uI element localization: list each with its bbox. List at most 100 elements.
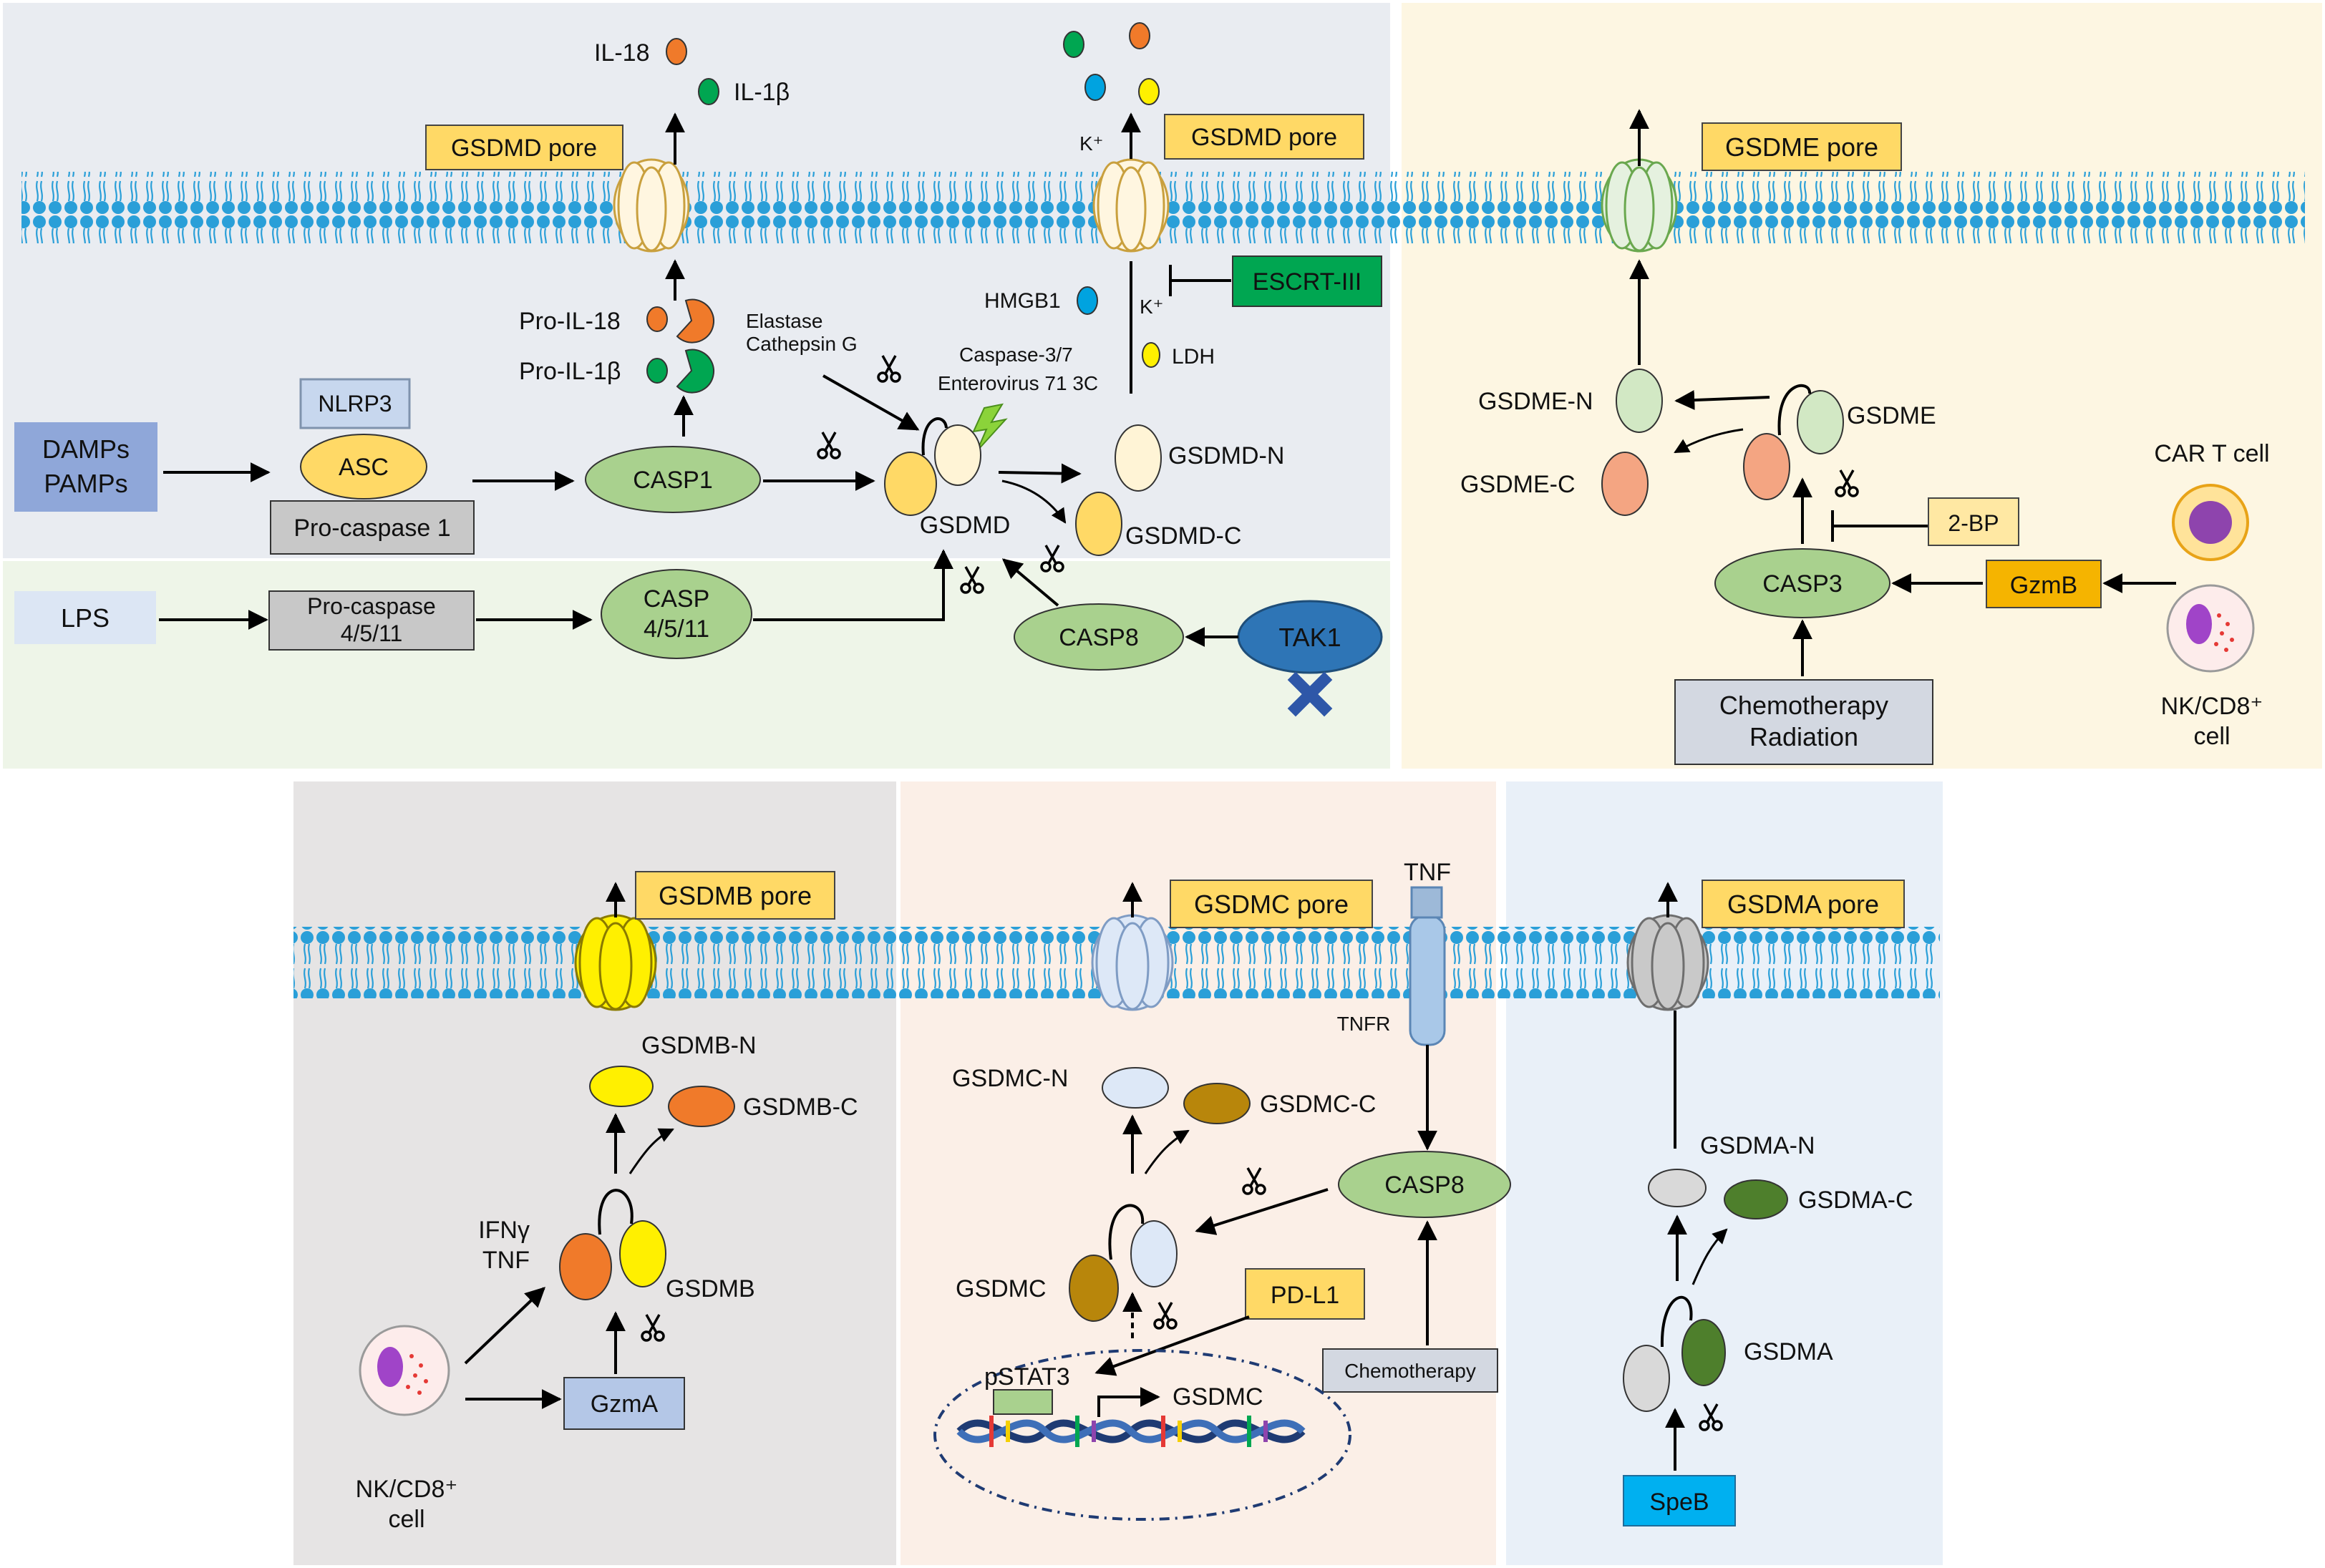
pdl1-label: PD-L1	[1271, 1282, 1339, 1309]
casp8-node-nc	[1014, 603, 1184, 671]
ldh-droplet	[1142, 342, 1160, 368]
gzmb-label: GzmB	[2010, 572, 2077, 599]
gsdmd-pore-left	[613, 158, 690, 253]
tnf-label-b: TNF	[482, 1247, 530, 1274]
casp1-label: CASP1	[633, 467, 713, 494]
chemo-line1: Chemotherapy	[1719, 691, 1888, 720]
pro-il18-shape	[676, 298, 714, 344]
gsdma-protein	[1623, 1295, 1726, 1412]
chemo-box-c	[1322, 1348, 1498, 1393]
pro-caspase-4511-line1: Pro-caspase	[307, 593, 436, 619]
pro-caspase-4511-line2: 4/5/11	[341, 620, 403, 646]
pro-il18-label: Pro-IL-18	[519, 308, 621, 335]
cross-mark-icon	[1287, 671, 1333, 717]
gsdmd-pore-label-1-text: GSDMD pore	[451, 135, 597, 162]
il1b-droplet	[698, 78, 719, 105]
tnfr-receptor	[1409, 886, 1446, 1046]
hmgb1-label: HMGB1	[984, 289, 1061, 313]
two-bp-box	[1928, 497, 2019, 546]
pro-caspase-4511-box	[268, 590, 475, 651]
damps-box	[14, 422, 157, 512]
chemo-line2: Radiation	[1749, 722, 1858, 751]
speb-box	[1623, 1475, 1736, 1526]
pro-il1b-shape	[676, 349, 714, 394]
gsdmb-n-node	[589, 1066, 654, 1107]
gsdmb-pore-label-text: GSDMB pore	[659, 881, 812, 910]
pstat3-box	[993, 1389, 1053, 1415]
gsdme-n-node	[1616, 369, 1663, 433]
casp4511-node	[601, 569, 752, 659]
casp4511-line1: CASP	[644, 585, 710, 613]
gsdmb-c-node	[668, 1086, 735, 1127]
gsdma-c-node	[1724, 1179, 1788, 1219]
lps-label: LPS	[61, 603, 110, 633]
gsdma-pore-label-text: GSDMA pore	[1727, 890, 1879, 919]
casp8-label-c: CASP8	[1384, 1172, 1465, 1199]
caspase37-label: Caspase-3/7	[959, 344, 1073, 366]
il18-label: IL-18	[594, 39, 650, 67]
release-green	[1063, 31, 1084, 58]
pamps-label: PAMPs	[44, 469, 127, 498]
lps-box	[14, 591, 156, 644]
pro-il1b-droplet	[646, 358, 668, 384]
gsdmd-c-node	[1075, 492, 1122, 556]
gsdmd-pore-label-2	[1164, 114, 1364, 160]
elastase-label: Elastase	[746, 310, 822, 332]
release-blue	[1084, 74, 1106, 101]
tnf-label-c: TNF	[1404, 859, 1451, 886]
gsdme-pore-label-text: GSDME pore	[1725, 132, 1878, 162]
pro-caspase1-label: Pro-caspase 1	[293, 515, 450, 542]
gsdme-pore-label	[1702, 122, 1902, 171]
damps-label: DAMPs	[42, 434, 130, 464]
il18-droplet	[666, 38, 687, 65]
ldh-label: LDH	[1172, 345, 1215, 369]
gzmb-box	[1986, 560, 2102, 608]
casp3-node	[1714, 548, 1890, 618]
gsdmd-pore-right	[1092, 158, 1170, 253]
kplus-out-label: K⁺	[1079, 132, 1103, 155]
gsdmd-n-node	[1115, 424, 1162, 492]
gzma-label: GzmA	[591, 1391, 659, 1418]
gzma-box	[563, 1377, 685, 1430]
gsdmd-c-label: GSDMD-C	[1125, 522, 1241, 550]
release-orange	[1129, 22, 1150, 49]
enterovirus-label: Enterovirus 71 3C	[938, 372, 1098, 394]
tnfr-label: TNFR	[1337, 1013, 1391, 1035]
gsdme-pore	[1601, 158, 1678, 253]
kplus-in-label: K⁺	[1140, 296, 1163, 318]
gsdmc-c-node	[1183, 1083, 1251, 1124]
chemo-radiation-box	[1674, 679, 1933, 765]
gsdmc-protein	[1069, 1204, 1178, 1322]
gsdma-n-node	[1648, 1169, 1707, 1207]
gsdma-label: GSDMA	[1744, 1338, 1833, 1365]
pdl1-box	[1245, 1268, 1365, 1320]
gsdmc-n-node	[1102, 1067, 1169, 1109]
lightning-icon	[972, 403, 1008, 452]
gsdma-c-label: GSDMA-C	[1798, 1187, 1913, 1214]
escrt-label: ESCRT-III	[1253, 268, 1361, 296]
nk-label-top-line1: NK/CD8⁺	[2161, 693, 2263, 720]
chemo-label-c: Chemotherapy	[1344, 1360, 1476, 1382]
gsdme-protein	[1743, 384, 1844, 500]
escrt-box	[1232, 255, 1382, 307]
gsdmb-protein	[559, 1189, 666, 1300]
gsdmd-pore-label-1	[425, 125, 623, 170]
release-yellow	[1138, 78, 1160, 105]
dna-icon	[956, 1416, 1306, 1447]
nk-label-bottom-line2: cell	[388, 1506, 424, 1533]
gsdma-n-label: GSDMA-N	[1700, 1132, 1815, 1159]
pstat3-label: pSTAT3	[984, 1363, 1070, 1391]
car-t-label: CAR T cell	[2154, 440, 2269, 467]
casp8-label-nc: CASP8	[1059, 624, 1139, 651]
cathepsin-label: Cathepsin G	[746, 333, 858, 355]
gsdmd-pore-label-2-text: GSDMD pore	[1191, 124, 1337, 151]
casp8-node-c	[1338, 1151, 1511, 1218]
nk-cell-icon-top	[2166, 584, 2255, 673]
nk-label-bottom-line1: NK/CD8⁺	[356, 1476, 458, 1503]
gsdmd-label: GSDMD	[920, 512, 1011, 539]
nucleus	[933, 1349, 1351, 1521]
casp3-label: CASP3	[1762, 570, 1843, 598]
nlrp3-label: NLRP3	[318, 391, 392, 417]
speb-label: SpeB	[1649, 1489, 1709, 1516]
